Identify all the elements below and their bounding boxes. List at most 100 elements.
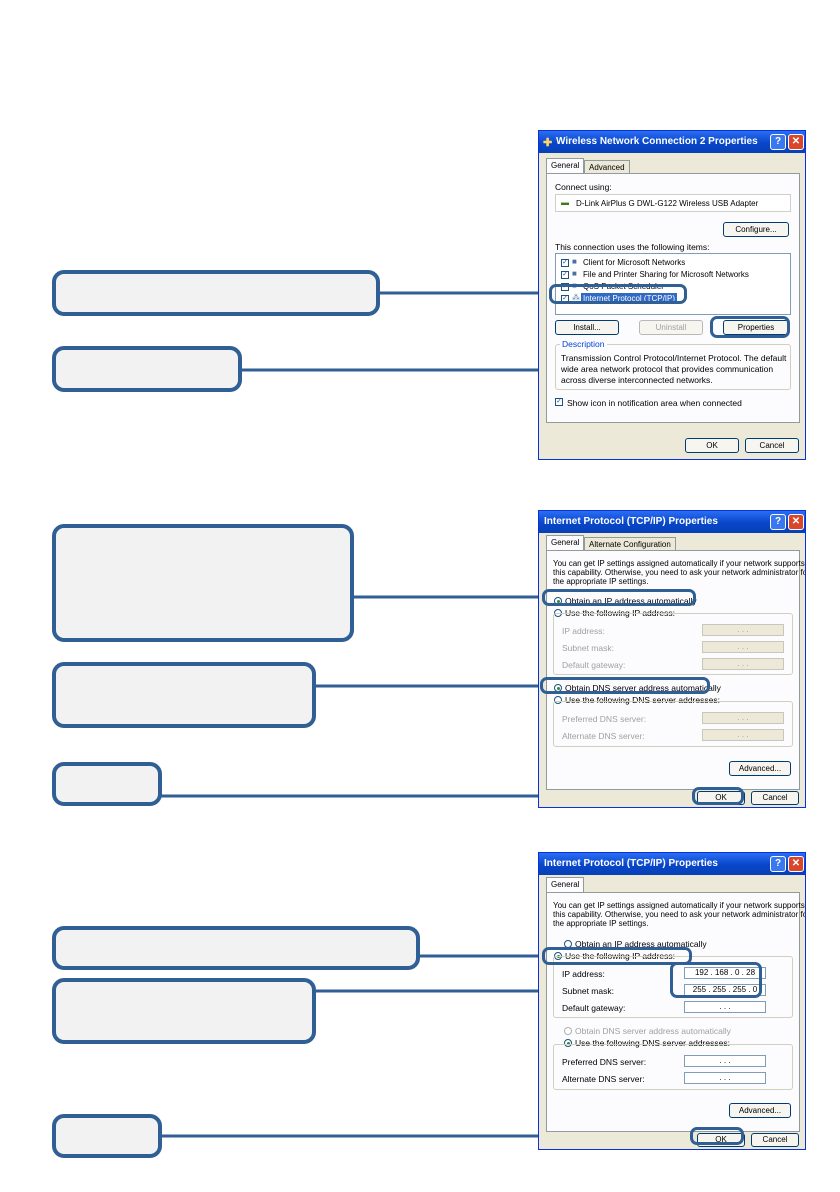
- preferred-dns-label: Preferred DNS server:: [562, 714, 647, 724]
- cancel-button[interactable]: Cancel: [745, 438, 799, 453]
- window-title: Internet Protocol (TCP/IP) Properties: [544, 858, 718, 869]
- alternate-dns-label: Alternate DNS server:: [562, 731, 645, 741]
- highlight-obtain-dns: [540, 677, 710, 694]
- advanced-button[interactable]: Advanced...: [729, 761, 791, 776]
- preferred-dns-field[interactable]: . . .: [684, 1055, 766, 1067]
- highlight-use-ip: [542, 947, 692, 965]
- use-dns-label[interactable]: Use the following DNS server addresses:: [565, 695, 720, 705]
- title-bar[interactable]: Internet Protocol (TCP/IP) Properties ? …: [539, 853, 805, 875]
- intro-line: the appropriate IP settings.: [553, 919, 649, 928]
- use-dns-radio[interactable]: [554, 696, 562, 704]
- help-icon[interactable]: ?: [770, 856, 786, 872]
- callout-box-5: [52, 762, 162, 806]
- highlight-properties: [710, 316, 790, 338]
- help-icon[interactable]: ?: [770, 514, 786, 530]
- description-label: Description: [560, 339, 607, 349]
- subnet-mask-label: Subnet mask:: [562, 643, 614, 653]
- intro-line: You can get IP settings assigned automat…: [553, 559, 805, 568]
- general-panel: You can get IP settings assigned automat…: [546, 550, 805, 790]
- adapter-name: D-Link AirPlus G DWL-G122 Wireless USB A…: [576, 199, 759, 208]
- close-icon[interactable]: ✕: [788, 856, 804, 872]
- obtain-ip-label[interactable]: Obtain an IP address automatically: [575, 939, 707, 949]
- subnet-mask-label: Subnet mask:: [562, 986, 614, 996]
- obtain-ip-label[interactable]: Obtain an IP address automatically: [565, 596, 697, 606]
- ok-button[interactable]: OK: [685, 438, 739, 453]
- dns-settings-group: Preferred DNS server: . . . Alternate DN…: [553, 701, 793, 747]
- callout-box-3: [52, 524, 354, 642]
- use-dns-label[interactable]: Use the following DNS server addresses:: [575, 1038, 730, 1048]
- dns-settings-group: Preferred DNS server: . . . Alternate DN…: [553, 1044, 793, 1090]
- connect-using-label: Connect using:: [555, 182, 612, 192]
- default-gateway-label: Default gateway:: [562, 660, 626, 670]
- obtain-dns-label[interactable]: Obtain DNS server address automatically: [565, 683, 721, 693]
- default-gateway-field[interactable]: . . .: [684, 1001, 766, 1013]
- ip-address-label: IP address:: [562, 969, 605, 979]
- list-item[interactable]: Client for Microsoft Networks: [583, 258, 686, 267]
- cancel-button[interactable]: Cancel: [751, 791, 799, 805]
- alternate-dns-field[interactable]: . . .: [702, 729, 784, 741]
- callout-box-6: [52, 926, 420, 970]
- network-connection-icon: ✚: [543, 137, 553, 149]
- intro-line: the appropriate IP settings.: [553, 577, 649, 586]
- use-dns-radio[interactable]: [564, 1039, 572, 1047]
- title-bar[interactable]: Internet Protocol (TCP/IP) Properties ? …: [539, 511, 805, 533]
- alternate-dns-field[interactable]: . . .: [684, 1072, 766, 1084]
- tab-general[interactable]: General: [546, 535, 585, 550]
- highlight-ok-3: [690, 1127, 744, 1145]
- description-line: wide area network protocol that provides…: [561, 364, 774, 374]
- highlight-ip-fields: [670, 962, 762, 998]
- ip-settings-group: IP address: . . . Subnet mask: . . . Def…: [553, 613, 793, 675]
- adapter-box: ▬ D-Link AirPlus G DWL-G122 Wireless USB…: [555, 194, 791, 212]
- callout-box-7: [52, 978, 316, 1044]
- intro-line: You can get IP settings assigned automat…: [553, 901, 805, 910]
- help-icon[interactable]: ?: [770, 134, 786, 150]
- window-title: Wireless Network Connection 2 Properties: [556, 136, 758, 147]
- general-panel: You can get IP settings assigned automat…: [546, 892, 805, 1132]
- cancel-button[interactable]: Cancel: [751, 1133, 799, 1147]
- obtain-dns-radio[interactable]: [564, 1027, 572, 1035]
- ip-address-field[interactable]: 192 . 168 . 0 . 28: [684, 967, 766, 979]
- items-label: This connection uses the following items…: [555, 242, 710, 252]
- obtain-dns-label[interactable]: Obtain DNS server address automatically: [575, 1026, 731, 1036]
- checkbox-client[interactable]: ✓: [561, 259, 569, 267]
- tab-alternate-configuration[interactable]: Alternate Configuration: [584, 537, 676, 550]
- default-gateway-field[interactable]: . . .: [702, 658, 784, 670]
- description-line: across diverse interconnected networks.: [561, 375, 713, 385]
- properties-button[interactable]: Properties: [723, 320, 789, 335]
- tab-advanced[interactable]: Advanced: [584, 160, 630, 173]
- client-icon: ■: [572, 257, 577, 266]
- preferred-dns-field[interactable]: . . .: [702, 712, 784, 724]
- ip-address-field[interactable]: . . .: [702, 624, 784, 636]
- subnet-mask-field[interactable]: . . .: [702, 641, 784, 653]
- adapter-icon: ▬: [561, 198, 569, 207]
- window-title: Internet Protocol (TCP/IP) Properties: [544, 516, 718, 527]
- highlight-tcpip: [549, 284, 687, 304]
- file-sharing-icon: ■: [572, 269, 577, 278]
- wireless-connection-properties-dialog: ✚ Wireless Network Connection 2 Properti…: [538, 130, 806, 460]
- callout-box-1: [52, 270, 380, 316]
- configure-button[interactable]: Configure...: [723, 222, 789, 237]
- alternate-dns-label: Alternate DNS server:: [562, 1074, 645, 1084]
- uninstall-button[interactable]: Uninstall: [639, 320, 703, 335]
- show-icon-label[interactable]: Show icon in notification area when conn…: [567, 398, 742, 408]
- ip-settings-group: IP address: 192 . 168 . 0 . 28 Subnet ma…: [553, 956, 793, 1018]
- highlight-obtain-ip: [542, 589, 696, 606]
- install-button[interactable]: Install...: [555, 320, 619, 335]
- close-icon[interactable]: ✕: [788, 514, 804, 530]
- callout-box-4: [52, 662, 316, 728]
- default-gateway-label: Default gateway:: [562, 1003, 626, 1013]
- tcpip-properties-dialog: Internet Protocol (TCP/IP) Properties ? …: [538, 510, 806, 808]
- intro-line: this capability. Otherwise, you need to …: [553, 568, 806, 577]
- list-item[interactable]: File and Printer Sharing for Microsoft N…: [583, 270, 749, 279]
- callout-box-8: [52, 1114, 162, 1158]
- title-bar[interactable]: ✚ Wireless Network Connection 2 Properti…: [539, 131, 805, 153]
- advanced-button[interactable]: Advanced...: [729, 1103, 791, 1118]
- close-icon[interactable]: ✕: [788, 134, 804, 150]
- ip-address-label: IP address:: [562, 626, 605, 636]
- highlight-ok-2: [692, 787, 744, 805]
- show-icon-checkbox[interactable]: ✓: [555, 398, 563, 406]
- tab-general[interactable]: General: [546, 877, 585, 892]
- tab-general[interactable]: General: [546, 158, 585, 173]
- checkbox-file-sharing[interactable]: ✓: [561, 271, 569, 279]
- list-item-selected[interactable]: Internet Protocol (TCP/IP): [581, 293, 678, 304]
